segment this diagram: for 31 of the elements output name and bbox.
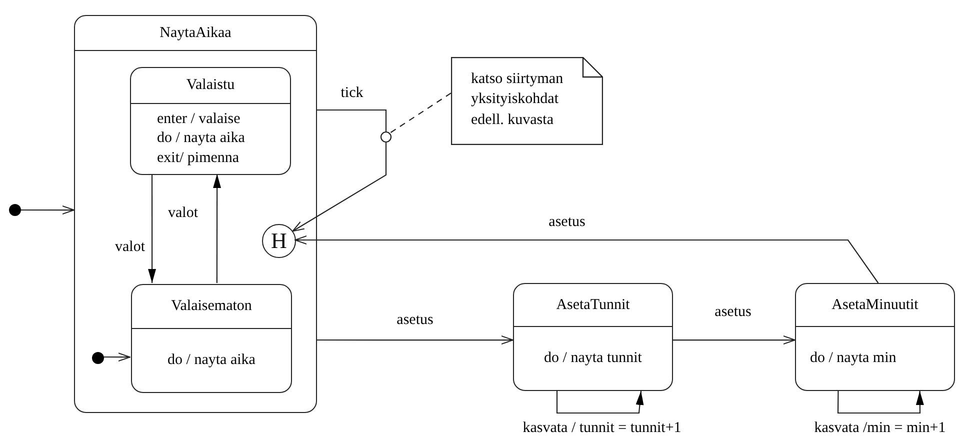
state-activity: do / nayta tunnit <box>544 348 642 368</box>
transition-arrow <box>317 336 514 345</box>
state-name: AsetaMinuutit <box>832 296 918 314</box>
state-activity: exit/ pimenna <box>157 148 240 168</box>
transition-arrow <box>21 206 74 215</box>
transition-arrow <box>103 352 130 362</box>
transition-arrow <box>292 109 392 232</box>
state-box <box>795 283 955 391</box>
note <box>451 57 603 145</box>
transition-arrow <box>673 336 796 345</box>
initial-state-dot <box>92 352 104 364</box>
state-activity: enter / valaise <box>157 110 240 129</box>
history-state: H <box>262 224 296 258</box>
state-activity: do / nayta aika <box>157 129 245 148</box>
state-activity: do / nayta aika <box>168 350 256 370</box>
state-box <box>513 283 673 391</box>
state-box <box>131 284 292 393</box>
transition-arrow <box>213 174 222 283</box>
state-box <box>130 67 291 175</box>
note-leader-line <box>390 92 452 134</box>
note-text: katso siirtyman yksityiskohdat edell. kuvasta <box>471 70 564 130</box>
state-activity: do / nayta min <box>810 348 896 368</box>
state-name: Valaistu <box>186 77 235 94</box>
state-name: AsetaTunnit <box>556 296 630 314</box>
state-name: NaytaAikaa <box>160 24 232 42</box>
transition-arrow <box>556 390 644 414</box>
transition-arrow <box>837 391 924 414</box>
state-name: Valaisematon <box>171 298 252 315</box>
initial-state-dot <box>9 204 21 216</box>
transition-arrow <box>148 174 156 283</box>
transition-arrow <box>294 236 879 284</box>
